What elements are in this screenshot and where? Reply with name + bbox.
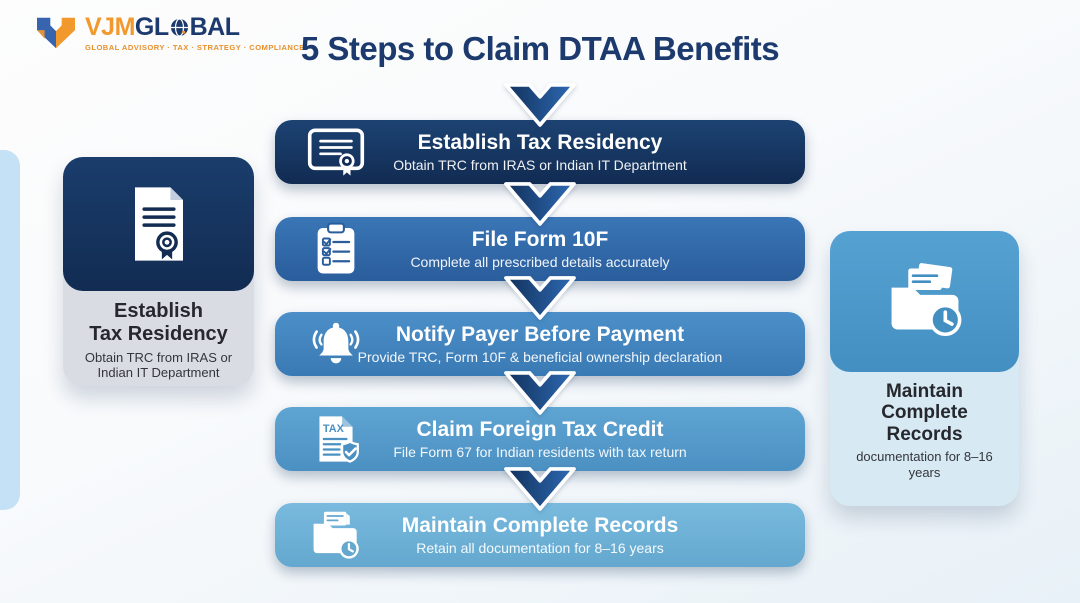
left-card-title-line2: Tax Residency	[89, 322, 228, 345]
step-text: Maintain Complete Records Retain all doc…	[275, 503, 805, 567]
step-subtitle: Provide TRC, Form 10F & beneficial owner…	[357, 348, 723, 365]
chevron-down-icon	[504, 276, 576, 320]
logo-brand-bal: BAL	[189, 12, 240, 41]
right-card-subtitle: documentation for 8–16 years	[856, 448, 993, 480]
right-card-text: Maintain Complete Records documentation …	[830, 372, 1019, 481]
step-title: Establish Tax Residency	[417, 131, 663, 155]
step-row-3: Notify Payer Before Payment Provide TRC,…	[275, 312, 805, 376]
step-text: Notify Payer Before Payment Provide TRC,…	[275, 312, 805, 376]
bell-icon	[305, 314, 367, 374]
right-card-icon-panel	[830, 231, 1019, 372]
chevron-down-icon	[504, 371, 576, 415]
svg-text:TAX: TAX	[323, 423, 345, 435]
logo-tagline: GLOBAL ADVISORY · TAX · STRATEGY · COMPL…	[85, 42, 305, 52]
certificate-icon	[305, 122, 367, 182]
step-title: Maintain Complete Records	[401, 514, 679, 538]
step-row-4: TAX Claim Foreign Tax Credit File Form 6…	[275, 407, 805, 471]
left-card: Establish Tax Residency Obtain TRC from …	[63, 157, 254, 386]
step-subtitle: Obtain TRC from IRAS or Indian IT Depart…	[393, 156, 687, 173]
folder-documents-clock-icon	[891, 262, 961, 336]
chevron-down-icon	[504, 83, 576, 127]
right-card: Maintain Complete Records documentation …	[830, 231, 1019, 506]
page-title: 5 Steps to Claim DTAA Benefits	[300, 30, 780, 67]
step-text: Establish Tax Residency Obtain TRC from …	[275, 120, 805, 184]
left-card-subtitle: Obtain TRC from IRAS or Indian IT Depart…	[84, 349, 233, 381]
left-card-title: Establish Tax Residency	[73, 300, 244, 346]
step-row-2: File Form 10F Complete all prescribed de…	[275, 217, 805, 281]
step-subtitle: Retain all documentation for 8–16 years	[416, 539, 664, 556]
certificate-document-icon	[134, 187, 183, 261]
left-accent-bar	[0, 150, 20, 510]
chevron-down-icon	[504, 467, 576, 511]
step-row-5: Maintain Complete Records Retain all doc…	[275, 503, 805, 567]
right-card-title: Maintain Complete Records	[881, 381, 968, 445]
globe-icon	[170, 17, 188, 37]
step-row-1: Establish Tax Residency Obtain TRC from …	[275, 120, 805, 184]
step-subtitle: File Form 67 for Indian residents with t…	[393, 443, 687, 460]
step-title: Notify Payer Before Payment	[395, 323, 685, 347]
step-subtitle: Complete all prescribed details accurate…	[410, 253, 670, 270]
step-text: Claim Foreign Tax Credit File Form 67 fo…	[275, 407, 805, 471]
step-title: File Form 10F	[471, 228, 609, 252]
clipboard-checklist-icon	[305, 219, 367, 279]
vjm-global-logo-icon	[37, 17, 75, 49]
folder-clock-icon	[305, 505, 367, 565]
left-card-title-line1: Establish	[114, 300, 203, 322]
chevron-down-icon	[504, 182, 576, 226]
tax-document-shield-icon: TAX	[305, 409, 367, 469]
left-card-text: Establish Tax Residency Obtain TRC from …	[63, 291, 254, 381]
left-card-icon-panel	[63, 157, 254, 291]
logo-brand-gl: GL	[134, 12, 169, 41]
logo-brand-vjm: VJM	[85, 12, 135, 41]
step-title: Claim Foreign Tax Credit	[416, 418, 664, 442]
step-text: File Form 10F Complete all prescribed de…	[275, 217, 805, 281]
